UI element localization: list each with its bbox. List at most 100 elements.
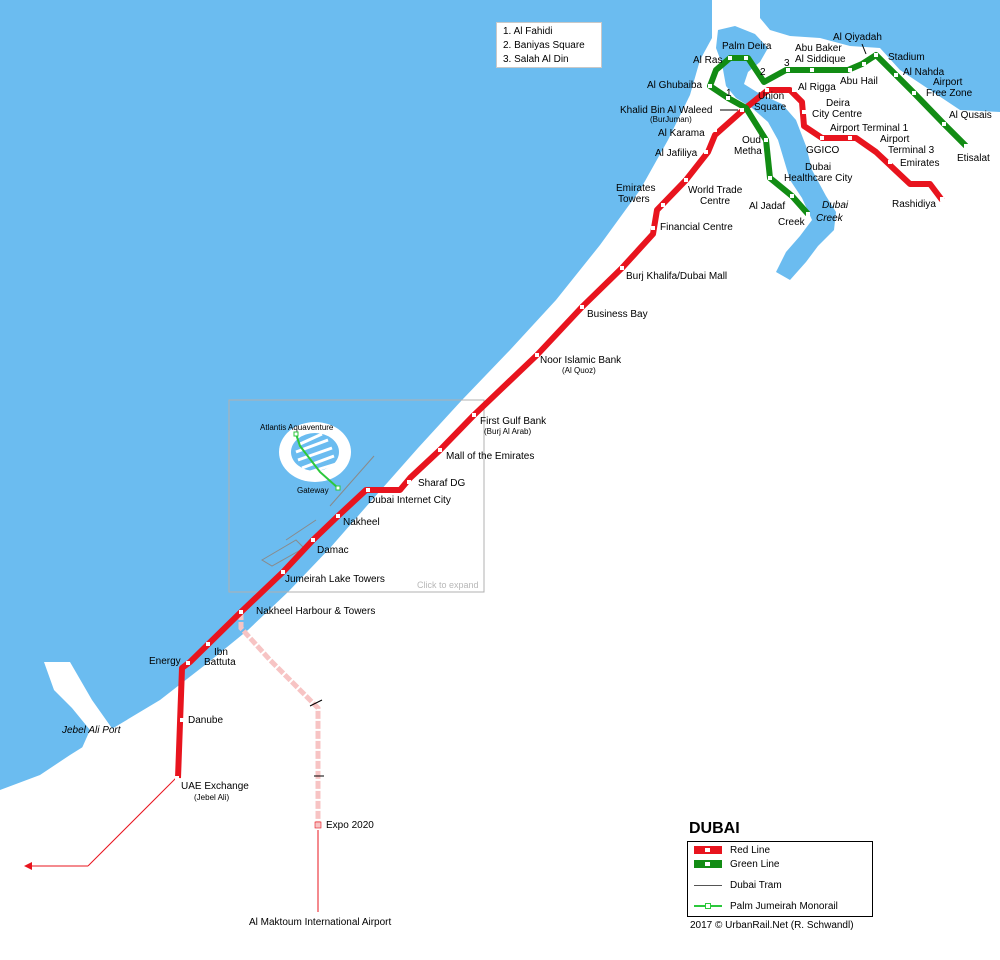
jebel-ali-thin-line bbox=[87, 777, 177, 867]
label-wtc-1: World Trade bbox=[688, 185, 743, 196]
station-al-nahda[interactable] bbox=[894, 73, 898, 77]
station-uae-exchange[interactable] bbox=[175, 776, 179, 780]
station-salah[interactable] bbox=[786, 68, 790, 72]
station-abu-hail[interactable] bbox=[848, 68, 852, 72]
label-abu-baker-2: Al Siddique bbox=[795, 54, 846, 65]
station-financial[interactable] bbox=[651, 226, 655, 230]
station-nakheel[interactable] bbox=[336, 514, 340, 518]
label-noor-sub: (Al Quoz) bbox=[562, 366, 596, 375]
station-al-qusais[interactable] bbox=[942, 122, 946, 126]
station-nakheel-harbour[interactable] bbox=[239, 610, 243, 614]
label-moe: Mall of the Emirates bbox=[446, 451, 534, 462]
label-al-rigga: Al Rigga bbox=[798, 82, 836, 93]
label-jebel-ali-port: Jebel Ali Port bbox=[61, 725, 122, 736]
label-rashidiya: Rashidiya bbox=[892, 199, 936, 210]
label-jlt: Jumeirah Lake Towers bbox=[285, 574, 385, 585]
station-khalid[interactable] bbox=[740, 108, 744, 112]
station-danube[interactable] bbox=[180, 718, 184, 722]
label-union-1: Union bbox=[758, 91, 784, 102]
label-ggico: GGICO bbox=[806, 145, 840, 156]
red-station-markers bbox=[175, 88, 944, 780]
monorail-swatch bbox=[694, 903, 722, 909]
label-airport-fz-1: Airport bbox=[933, 77, 963, 88]
station-palm-deira[interactable] bbox=[744, 56, 748, 60]
station-deira[interactable] bbox=[802, 110, 806, 114]
label-emirates-1: Airport bbox=[880, 134, 910, 145]
label-expo: Expo 2020 bbox=[326, 820, 374, 831]
legend-monorail-label: Palm Jumeirah Monorail bbox=[730, 900, 838, 912]
station-gateway[interactable] bbox=[335, 485, 341, 491]
station-al-rigga[interactable] bbox=[792, 88, 796, 92]
station-al-ras[interactable] bbox=[728, 56, 732, 60]
legend-tram-label: Dubai Tram bbox=[730, 879, 782, 891]
label-damac: Damac bbox=[317, 545, 349, 556]
station-energy[interactable] bbox=[186, 661, 190, 665]
note-1: 1. Al Fahidi bbox=[503, 26, 553, 37]
sea-gulf-north bbox=[760, 0, 1000, 112]
marker-1: 1 bbox=[726, 88, 732, 99]
station-emirates-towers[interactable] bbox=[661, 203, 665, 207]
station-etisalat[interactable] bbox=[964, 144, 968, 148]
station-emirates[interactable] bbox=[888, 160, 892, 164]
label-dhc-2: Healthcare City bbox=[784, 173, 852, 184]
station-fgb[interactable] bbox=[472, 413, 476, 417]
label-al-nahda: Al Nahda bbox=[903, 67, 945, 78]
station-stadium[interactable] bbox=[874, 53, 878, 57]
green-station-markers bbox=[708, 53, 968, 216]
label-gateway: Gateway bbox=[297, 486, 329, 495]
station-ibn-battuta[interactable] bbox=[206, 642, 210, 646]
station-creek[interactable] bbox=[806, 212, 810, 216]
legend-tram: Dubai Tram bbox=[694, 879, 782, 891]
station-moe[interactable] bbox=[438, 448, 442, 452]
station-damac[interactable] bbox=[311, 538, 315, 542]
station-expo[interactable] bbox=[314, 821, 322, 829]
label-nakheel-harbour: Nakheel Harbour & Towers bbox=[256, 606, 375, 617]
sea bbox=[0, 0, 712, 790]
label-sharaf: Sharaf DG bbox=[418, 478, 465, 489]
station-al-qiyadah[interactable] bbox=[862, 62, 866, 66]
green-line-swatch bbox=[694, 860, 722, 868]
station-sharaf[interactable] bbox=[407, 480, 411, 484]
station-jafiliya[interactable] bbox=[704, 150, 708, 154]
station-ggico[interactable] bbox=[820, 136, 824, 140]
station-airport-t1[interactable] bbox=[848, 136, 852, 140]
label-dic: Dubai Internet City bbox=[368, 495, 451, 506]
station-dhc[interactable] bbox=[768, 176, 772, 180]
label-union-2: Square bbox=[754, 102, 787, 113]
label-al-jadaf: Al Jadaf bbox=[749, 201, 785, 212]
station-atlantis[interactable] bbox=[293, 431, 299, 437]
station-abu-baker[interactable] bbox=[810, 68, 814, 72]
inset-expand-text[interactable]: Click to expand bbox=[417, 580, 479, 590]
station-al-fahidi[interactable] bbox=[726, 96, 730, 100]
credit-text: 2017 © UrbanRail.Net (R. Schwandl) bbox=[690, 920, 854, 931]
legend: Red Line Green Line Dubai Tram Palm Jume… bbox=[687, 841, 873, 917]
station-wtc[interactable] bbox=[684, 178, 688, 182]
station-dic[interactable] bbox=[366, 488, 370, 492]
station-noor[interactable] bbox=[535, 353, 539, 357]
station-union[interactable] bbox=[765, 88, 769, 92]
label-dhc-1: Dubai bbox=[805, 162, 831, 173]
station-jlt[interactable] bbox=[281, 570, 285, 574]
jebel-ali-port bbox=[44, 662, 116, 784]
label-financial: Financial Centre bbox=[660, 222, 733, 233]
station-business-bay[interactable] bbox=[580, 305, 584, 309]
tram-swatch bbox=[694, 884, 722, 886]
label-al-jafiliya: Al Jafiliya bbox=[655, 148, 698, 159]
label-deira-1: Deira bbox=[826, 98, 850, 109]
label-stadium: Stadium bbox=[888, 52, 925, 63]
station-burj[interactable] bbox=[620, 266, 624, 270]
label-khalid-sub: (BurJuman) bbox=[650, 115, 692, 124]
station-al-jadaf[interactable] bbox=[790, 194, 794, 198]
station-al-ghubaiba[interactable] bbox=[708, 84, 712, 88]
jebel-ali-arrow bbox=[24, 862, 32, 870]
label-dubai-creek-2: Creek bbox=[816, 213, 844, 224]
station-rashidiya[interactable] bbox=[940, 197, 944, 201]
station-oud-metha[interactable] bbox=[764, 138, 768, 142]
station-karama[interactable] bbox=[713, 128, 717, 132]
label-danube: Danube bbox=[188, 715, 223, 726]
label-al-ghubaiba: Al Ghubaiba bbox=[647, 80, 702, 91]
station-airport-fz[interactable] bbox=[912, 91, 916, 95]
palm-inset-box[interactable] bbox=[228, 399, 485, 593]
label-fgb: First Gulf Bank bbox=[480, 416, 547, 427]
